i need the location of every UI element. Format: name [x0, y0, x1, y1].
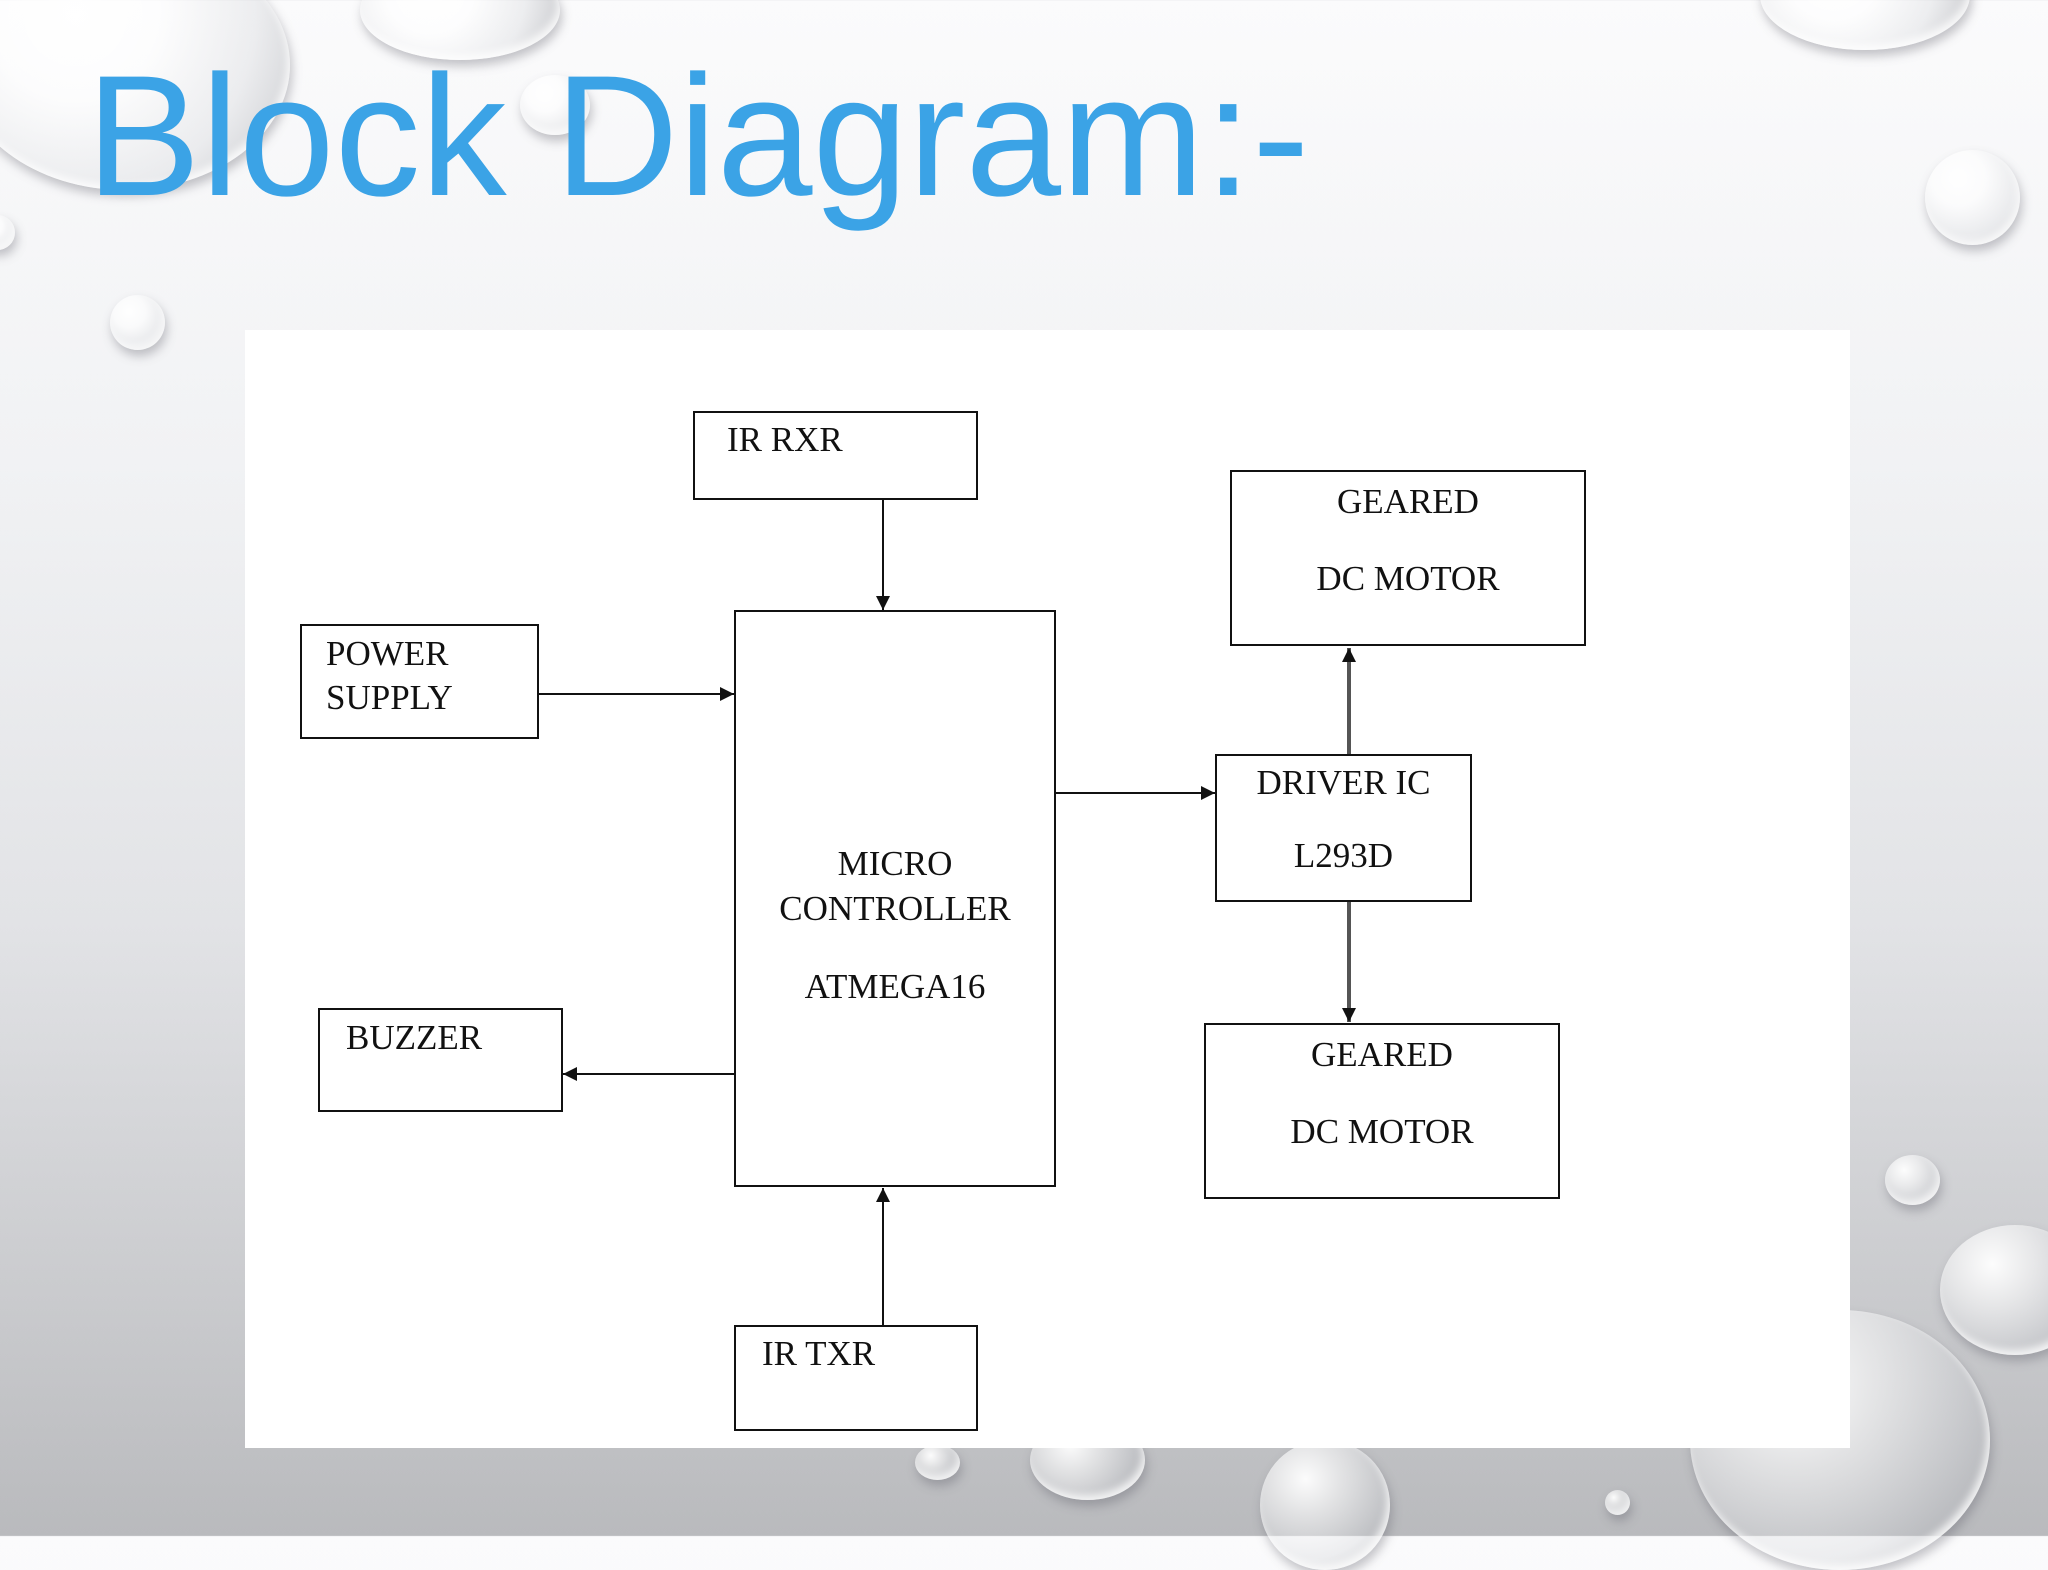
water-droplet	[520, 75, 590, 135]
diagram-connectors	[539, 500, 1356, 1325]
power-supply-label-line1: POWER	[326, 634, 449, 673]
microcontroller-label-line2: CONTROLLER	[779, 889, 1011, 928]
geared-dc-motor-bottom-label-line2: DC MOTOR	[1290, 1112, 1474, 1151]
ir-rxr-block: IR RXR	[693, 411, 978, 500]
geared-dc-motor-bottom-label-line1: GEARED	[1311, 1035, 1453, 1074]
ir-rxr-label: IR RXR	[727, 420, 843, 459]
water-droplet	[1605, 1490, 1630, 1515]
ir-txr-block: IR TXR	[734, 1325, 978, 1431]
geared-dc-motor-top-label-line2: DC MOTOR	[1316, 559, 1500, 598]
water-droplet	[915, 1445, 960, 1480]
driver-ic-label-line2: L293D	[1293, 836, 1394, 875]
power-supply-block: POWER SUPPLY	[300, 624, 539, 739]
water-droplet	[1885, 1155, 1940, 1205]
geared-dc-motor-top-label-line1: GEARED	[1337, 482, 1479, 521]
water-droplet	[110, 295, 165, 350]
geared-dc-motor-top-block: GEARED DC MOTOR	[1230, 470, 1586, 646]
microcontroller-block: MICRO CONTROLLER ATMEGA16	[734, 610, 1056, 1187]
microcontroller-label-line3: ATMEGA16	[804, 967, 986, 1006]
geared-dc-motor-bottom-block: GEARED DC MOTOR	[1204, 1023, 1560, 1199]
water-droplet	[1925, 150, 2020, 245]
buzzer-block: BUZZER	[318, 1008, 563, 1112]
slide-title: Block Diagram:-	[86, 40, 1310, 232]
driver-ic-label-line1: DRIVER IC	[1256, 763, 1431, 802]
microcontroller-label-line1: MICRO	[837, 844, 953, 883]
ir-txr-label: IR TXR	[762, 1334, 876, 1373]
driver-ic-block: DRIVER IC L293D	[1215, 754, 1472, 902]
power-supply-label-line2: SUPPLY	[326, 678, 453, 717]
water-droplet	[0, 215, 15, 250]
buzzer-label: BUZZER	[346, 1018, 483, 1057]
